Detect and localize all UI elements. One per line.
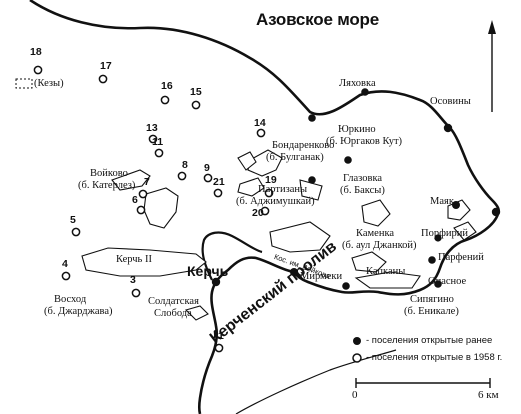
place-kamenka-old: (б. аул Джанкой) xyxy=(342,240,417,251)
sea-label: Азовское море xyxy=(256,10,379,29)
place-voikovo: Войково xyxy=(90,168,128,179)
site-number-8: 8 xyxy=(182,159,188,171)
place-porfiny: Порфирий xyxy=(421,228,468,239)
place-glazovka-old: (б. Баксы) xyxy=(340,185,385,196)
site-number-16: 16 xyxy=(161,80,173,92)
place-kaptany: Капканы xyxy=(366,266,406,277)
place-osoviny: Осовины xyxy=(430,96,471,107)
place-glazovka: Глазовка xyxy=(343,173,383,184)
kerch-inner-bay xyxy=(201,231,263,281)
site-number-20: 20 xyxy=(252,207,264,219)
place-bondarenkovo: Бондаренково xyxy=(272,140,335,151)
place-sipyagino-old: (б. Еникале) xyxy=(404,306,459,317)
site-number-4: 4 xyxy=(62,258,68,270)
site-number-13: 13 xyxy=(146,122,158,134)
scale-end: 6 км xyxy=(478,389,499,401)
place-mirmeki: Мирмеки xyxy=(300,271,343,282)
city-label: Керчь xyxy=(187,263,229,279)
place-kezy: (Кезы) xyxy=(34,78,64,89)
strait-shore xyxy=(235,349,397,414)
site-number-3: 3 xyxy=(130,274,136,286)
place-voskhod: Восход xyxy=(54,294,87,305)
place-kerch2: Керчь II xyxy=(116,254,152,265)
place-yurkino-old: (б. Юргаков Кут) xyxy=(326,136,403,147)
site-number-17: 17 xyxy=(100,60,112,72)
kerch-bay-coastline xyxy=(197,256,295,414)
site-number-18: 18 xyxy=(30,46,42,58)
site-number-11: 11 xyxy=(152,136,164,148)
north-arrow xyxy=(488,20,496,112)
place-bondarenkovo-old: (б. Булганак) xyxy=(266,152,324,163)
place-partizany-old: (б. Аджимушкай) xyxy=(236,196,315,207)
place-parfeniy: Парфений xyxy=(438,252,484,263)
legend-filled-label: - поселения открытые ранее xyxy=(366,335,493,346)
place-sipyagino: Сипягино xyxy=(410,294,454,305)
scale-start: 0 xyxy=(352,389,358,401)
place-voskhod-old: (б. Джарджава) xyxy=(44,306,113,317)
place-kamenka: Каменка xyxy=(356,228,395,239)
filled-site-markers xyxy=(211,88,501,290)
site-number-6: 6 xyxy=(132,194,138,206)
east-coastline xyxy=(292,213,500,296)
site-number-1: 1 xyxy=(218,330,224,342)
site-number-21: 21 xyxy=(213,176,225,188)
place-voikovo-old: (б. Катерлез) xyxy=(78,180,136,191)
place-soldatskaya: Солдатская xyxy=(148,296,199,307)
scale-bar xyxy=(355,378,491,388)
site-number-5: 5 xyxy=(70,214,76,226)
site-number-14: 14 xyxy=(254,117,266,129)
place-mayak: Маяк xyxy=(430,196,454,207)
place-partizany: Партизаны xyxy=(258,184,308,195)
place-lyakhovo: Ляховка xyxy=(339,78,376,89)
open-site-markers xyxy=(33,65,274,353)
legend-open-label: - поселения открытые в 1958 г. xyxy=(366,352,503,363)
legend-filled-symbol xyxy=(353,337,361,345)
site-number-19: 19 xyxy=(265,174,277,186)
site-number-7: 7 xyxy=(144,176,150,188)
site-number-15: 15 xyxy=(190,86,202,98)
legend-open-symbol xyxy=(352,353,362,363)
north-coastline xyxy=(29,0,501,215)
place-opasnoe: Опасное xyxy=(428,276,467,287)
site-number-9: 9 xyxy=(204,162,210,174)
place-sloboda: Слобода xyxy=(154,308,192,319)
place-yurkino: Юркино xyxy=(338,124,376,135)
